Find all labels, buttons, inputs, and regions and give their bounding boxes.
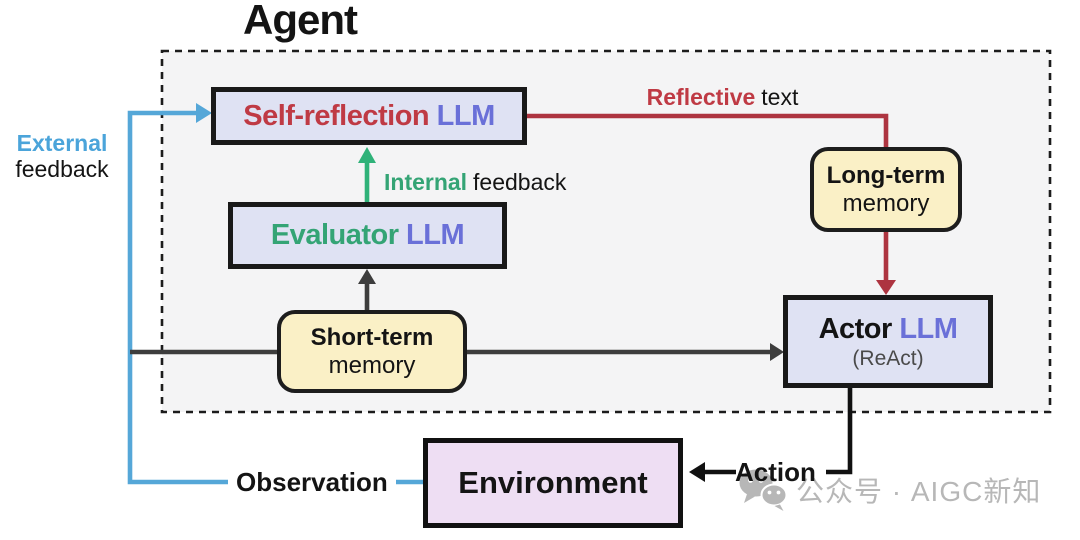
long-term-memory-line1: Long-term	[826, 161, 946, 189]
external-feedback-arrowhead	[196, 103, 212, 123]
watermark: 公众号 · AIGC新知	[738, 468, 1041, 512]
short-term-memory-line2: memory	[328, 351, 416, 379]
wechat-icon	[739, 469, 788, 511]
watermark-text: 公众号 · AIGC新知	[796, 476, 1042, 507]
external-feedback-label: External feedback	[15, 130, 109, 183]
environment-label: Environment	[458, 465, 648, 500]
environment-box: Environment	[423, 438, 683, 528]
observation-label: Observation	[228, 467, 396, 498]
action-arrowhead	[689, 462, 705, 482]
reflective-text-connector	[527, 113, 889, 148]
internal-feedback-arrowhead	[358, 147, 376, 163]
action-label: Action	[735, 457, 816, 487]
longterm-to-actor-arrowhead	[876, 280, 896, 295]
actor-react-sublabel: (ReAct)	[852, 346, 924, 370]
trajectory-arrowhead	[770, 343, 784, 361]
short-to-evaluator-arrowhead	[358, 269, 376, 284]
long-term-memory-line2: memory	[842, 189, 930, 217]
long-term-memory-box: Long-term memory	[810, 147, 962, 232]
short-term-memory-line1: Short-term	[310, 323, 434, 351]
agent-title: Agent	[243, 0, 358, 43]
short-term-memory-box: Short-term memory	[277, 310, 467, 393]
action-connector	[826, 388, 853, 475]
